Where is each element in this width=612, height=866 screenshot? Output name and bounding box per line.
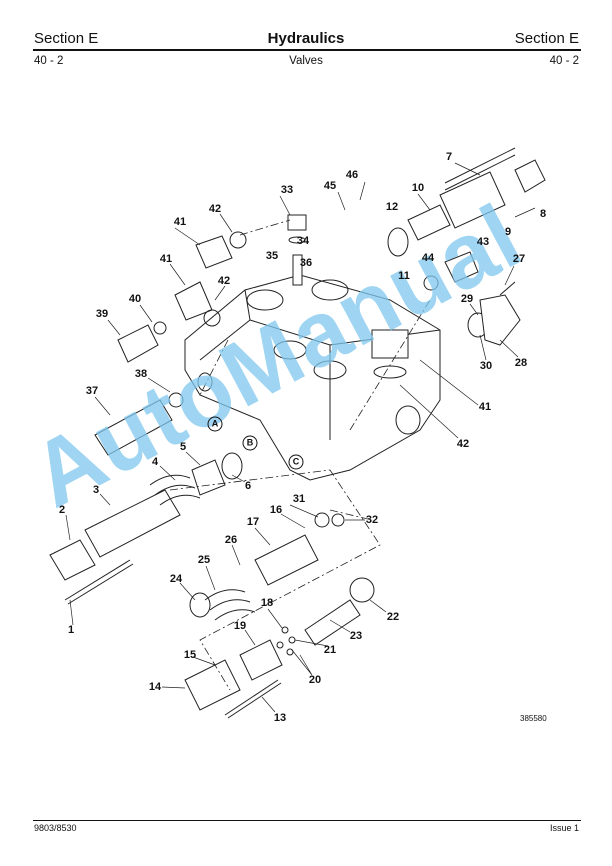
callout-label: 5 — [179, 441, 187, 453]
callout-label: 11 — [398, 270, 410, 282]
callout-label: 21 — [323, 644, 337, 656]
page-number-left: 40 - 2 — [34, 55, 64, 67]
callout-label: 16 — [269, 504, 283, 516]
callout-label: 42 — [217, 275, 231, 287]
callout-label: 3 — [92, 484, 100, 496]
callout-label: 22 — [386, 611, 400, 623]
callout-label: 34 — [296, 235, 310, 247]
callout-label: 29 — [460, 293, 474, 305]
footer-doc-number: 9803/8530 — [34, 823, 77, 833]
callout-label: 19 — [233, 620, 247, 632]
callout-label: 27 — [512, 253, 526, 265]
callout-label: 23 — [349, 630, 363, 642]
header-section-right: Section E — [514, 30, 579, 47]
callout-label: 42 — [208, 203, 222, 215]
port-label-a: A — [207, 416, 223, 432]
header-rule — [33, 49, 581, 51]
footer-rule — [33, 820, 581, 821]
callout-label: 13 — [273, 712, 287, 724]
page-subtitle: Valves — [289, 55, 323, 67]
callout-label: 12 — [385, 201, 399, 213]
header-title: Hydraulics — [267, 30, 345, 47]
callout-label: 26 — [224, 534, 238, 546]
callout-label: 25 — [197, 554, 211, 566]
callout-label: 30 — [479, 360, 493, 372]
callout-label: 1 — [67, 624, 75, 636]
callout-label: 8 — [539, 208, 547, 220]
header-section-left: Section E — [34, 30, 99, 47]
callout-label: 36 — [299, 257, 313, 269]
callout-label: 37 — [85, 385, 99, 397]
callout-label: 10 — [411, 182, 425, 194]
footer-issue: Issue 1 — [549, 823, 579, 833]
callout-label: 20 — [308, 674, 322, 686]
callout-label: 41 — [478, 401, 492, 413]
callout-label: 18 — [260, 597, 274, 609]
callout-label: 7 — [445, 151, 453, 163]
callout-label: 17 — [246, 516, 260, 528]
callout-label: 28 — [514, 357, 528, 369]
callout-label: 35 — [265, 250, 279, 262]
callout-label: 9 — [504, 226, 512, 238]
callout-label: 24 — [169, 573, 183, 585]
port-label-b: B — [242, 435, 258, 451]
callout-label: 43 — [476, 236, 490, 248]
callout-label: 41 — [159, 253, 173, 265]
callout-label: 39 — [95, 308, 109, 320]
callout-label: 45 — [323, 180, 337, 192]
callout-label: 40 — [128, 293, 142, 305]
callout-label: 31 — [292, 493, 306, 505]
callout-label: 44 — [421, 252, 435, 264]
callout-label: 46 — [345, 169, 359, 181]
callout-label: 38 — [134, 368, 148, 380]
callout-label: 15 — [183, 649, 197, 661]
valve-body — [184, 274, 441, 481]
figure-number: 385580 — [520, 714, 547, 723]
callout-label: 41 — [173, 216, 187, 228]
page-number-right: 40 - 2 — [549, 55, 579, 67]
callout-label: 42 — [456, 438, 470, 450]
callout-label: 32 — [365, 514, 379, 526]
callout-label: 6 — [244, 480, 252, 492]
callout-label: 4 — [151, 456, 159, 468]
callout-label: 33 — [280, 184, 294, 196]
callout-label: 14 — [148, 681, 162, 693]
callout-label: 2 — [58, 504, 66, 516]
port-label-c: C — [288, 454, 304, 470]
